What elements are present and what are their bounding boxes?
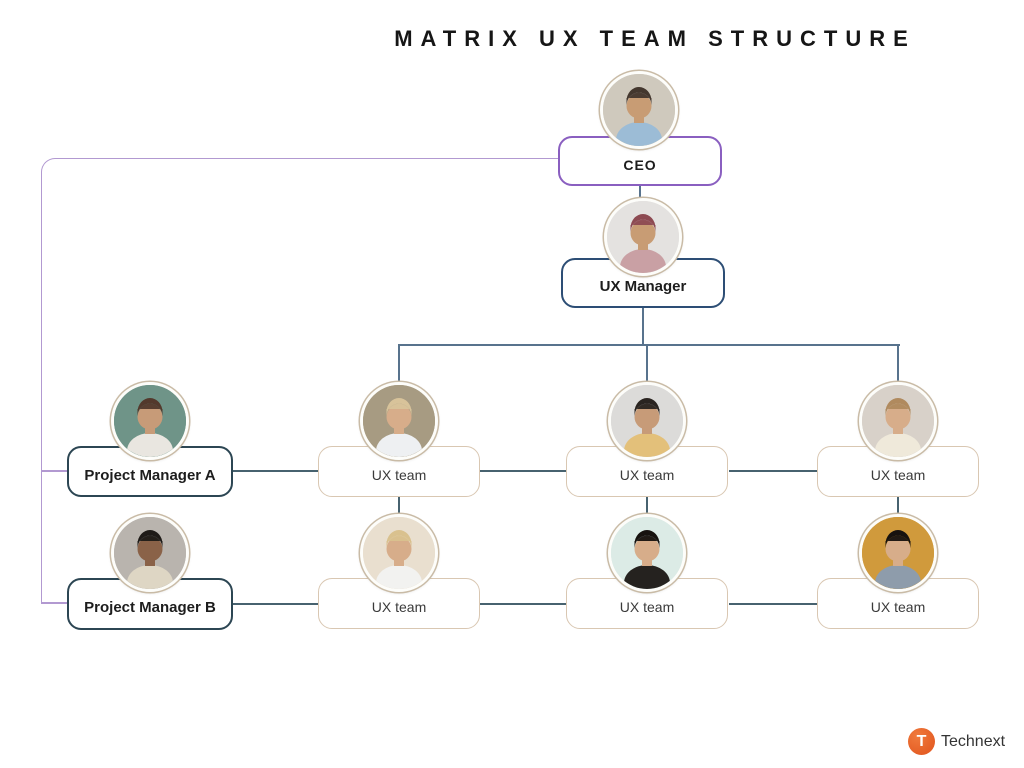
connector-uxteam2-uxteam3	[729, 470, 817, 472]
avatar-ux-team-5	[608, 514, 686, 592]
connector-distribution-bar	[398, 344, 900, 346]
avatar-ux-team-1	[360, 382, 438, 460]
node-ux-team-5-label: UX team	[619, 599, 675, 615]
node-ux-manager-label: UX Manager	[599, 278, 687, 295]
technext-logo-icon: T	[908, 728, 935, 755]
node-pm-b-label: Project Manager B	[84, 599, 216, 616]
chart-title: MATRIX UX TEAM STRUCTURE	[394, 26, 916, 51]
avatar-ux-team-3	[859, 382, 937, 460]
connector-uxteam1-uxteam2	[480, 470, 566, 472]
connector-col2-rows	[646, 497, 648, 516]
avatar-ceo	[600, 71, 678, 149]
connector-uxteam4-uxteam5	[480, 603, 566, 605]
avatar-ux-manager	[604, 198, 682, 276]
matrix-loop-line	[41, 158, 558, 604]
avatar-ux-team-2	[608, 382, 686, 460]
connector-drop-col3	[897, 344, 899, 384]
connector-col1-rows	[398, 497, 400, 516]
node-ux-team-4-label: UX team	[371, 599, 427, 615]
connector-drop-col1	[398, 344, 400, 384]
node-ux-team-6-label: UX team	[870, 599, 926, 615]
connector-drop-col2	[646, 344, 648, 384]
avatar-project-manager-a	[111, 382, 189, 460]
avatar-ux-team-6	[859, 514, 937, 592]
connector-pmb-uxteam4	[233, 603, 318, 605]
node-ux-team-1-label: UX team	[371, 467, 427, 483]
node-pm-a-label: Project Manager A	[84, 466, 216, 484]
connector-uxteam5-uxteam6	[729, 603, 817, 605]
connector-manager-down	[642, 308, 644, 345]
technext-logo-text: Technext	[941, 732, 1006, 750]
node-ux-team-2-label: UX team	[619, 467, 675, 483]
connector-pma-uxteam1	[233, 470, 318, 472]
connector-col3-rows	[897, 497, 899, 516]
node-project-manager-a: Project Manager A	[67, 446, 233, 497]
brand-logo: T Technext	[908, 728, 1005, 755]
node-ceo-label: CEO	[623, 156, 657, 173]
avatar-ux-team-4	[360, 514, 438, 592]
matrix-branch-pm-a	[41, 470, 68, 472]
avatar-project-manager-b	[111, 514, 189, 592]
node-ux-team-3-label: UX team	[870, 467, 926, 483]
matrix-branch-pm-b	[41, 602, 68, 604]
